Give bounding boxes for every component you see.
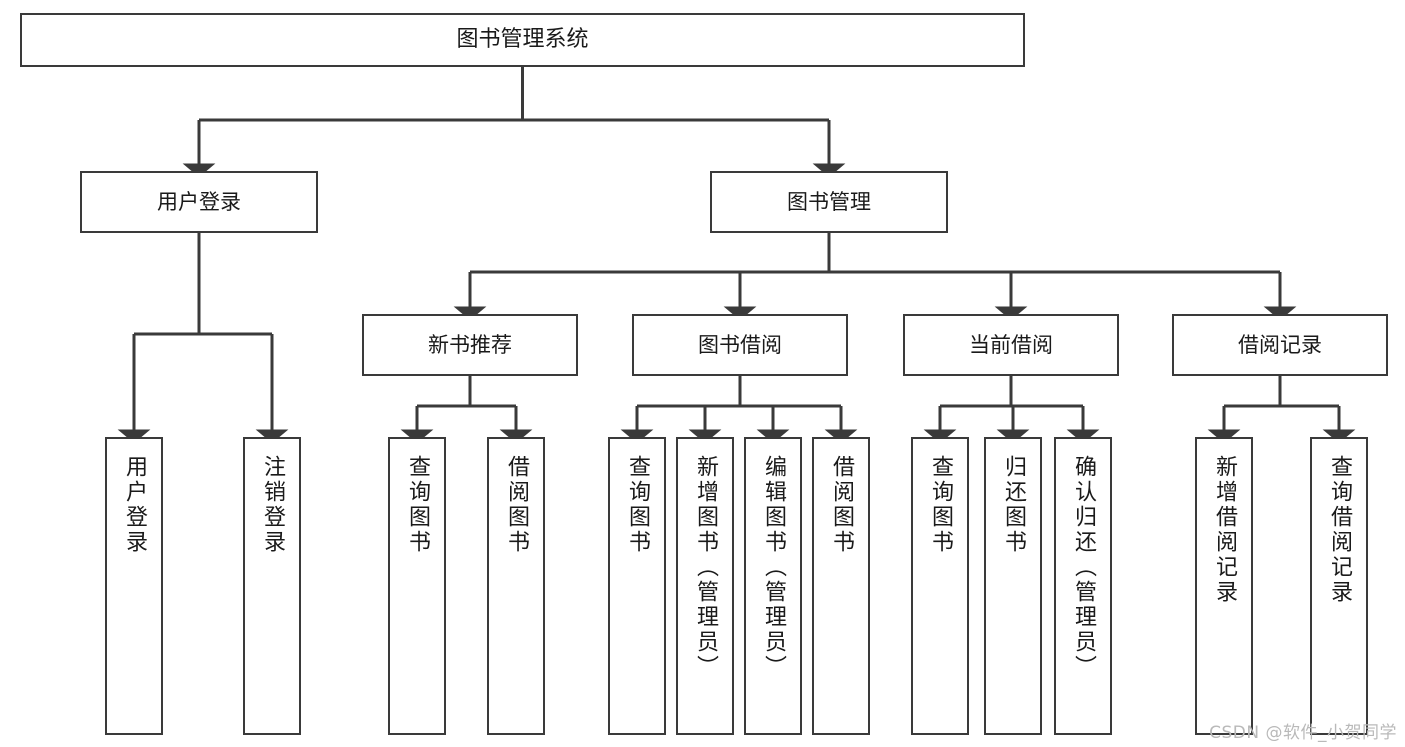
node-label: 新书推荐: [428, 332, 512, 357]
node-label: 新增图书（管理员）: [693, 455, 718, 680]
node-label: 当前借阅: [969, 332, 1053, 357]
node-label: 借阅记录: [1238, 332, 1322, 357]
node-label: 图书管理系统: [456, 27, 589, 53]
node-label: 借阅图书: [829, 455, 854, 555]
node-leaf-rec-query[interactable]: 查询图书: [388, 437, 446, 735]
node-label: 查询图书: [625, 455, 650, 555]
node-borrow-record[interactable]: 借阅记录: [1172, 314, 1388, 376]
node-leaf-user-login[interactable]: 用户登录: [105, 437, 163, 735]
node-label: 借阅图书: [504, 455, 529, 555]
node-leaf-borrow-lend[interactable]: 借阅图书: [812, 437, 870, 735]
node-leaf-borrow-edit[interactable]: 编辑图书（管理员）: [744, 437, 802, 735]
node-leaf-cur-query[interactable]: 查询图书: [911, 437, 969, 735]
node-user-login[interactable]: 用户登录: [80, 171, 318, 233]
node-label: 用户登录: [122, 455, 147, 555]
node-label: 图书借阅: [698, 332, 782, 357]
node-current-borrow[interactable]: 当前借阅: [903, 314, 1119, 376]
node-label: 编辑图书（管理员）: [761, 455, 786, 680]
watermark: CSDN @软件_小贺同学: [1209, 723, 1397, 743]
node-root-root[interactable]: 图书管理系统: [20, 13, 1025, 67]
node-label: 查询图书: [928, 455, 953, 555]
node-leaf-rec-borrow[interactable]: 借阅图书: [487, 437, 545, 735]
node-label: 用户登录: [157, 189, 241, 214]
node-book-borrow[interactable]: 图书借阅: [632, 314, 848, 376]
node-leaf-user-logout[interactable]: 注销登录: [243, 437, 301, 735]
node-leaf-rec-search[interactable]: 查询借阅记录: [1310, 437, 1368, 735]
node-new-book-rec[interactable]: 新书推荐: [362, 314, 578, 376]
node-label: 新增借阅记录: [1212, 455, 1237, 605]
node-label: 确认归还（管理员）: [1071, 455, 1096, 680]
node-label: 图书管理: [787, 189, 871, 214]
node-leaf-rec-add[interactable]: 新增借阅记录: [1195, 437, 1253, 735]
node-leaf-borrow-query[interactable]: 查询图书: [608, 437, 666, 735]
node-leaf-cur-confirm[interactable]: 确认归还（管理员）: [1054, 437, 1112, 735]
node-label: 查询图书: [405, 455, 430, 555]
node-book-manage[interactable]: 图书管理: [710, 171, 948, 233]
node-leaf-cur-return[interactable]: 归还图书: [984, 437, 1042, 735]
node-label: 归还图书: [1001, 455, 1026, 555]
node-leaf-borrow-add[interactable]: 新增图书（管理员）: [676, 437, 734, 735]
node-label: 注销登录: [260, 455, 285, 555]
node-label: 查询借阅记录: [1327, 455, 1352, 605]
